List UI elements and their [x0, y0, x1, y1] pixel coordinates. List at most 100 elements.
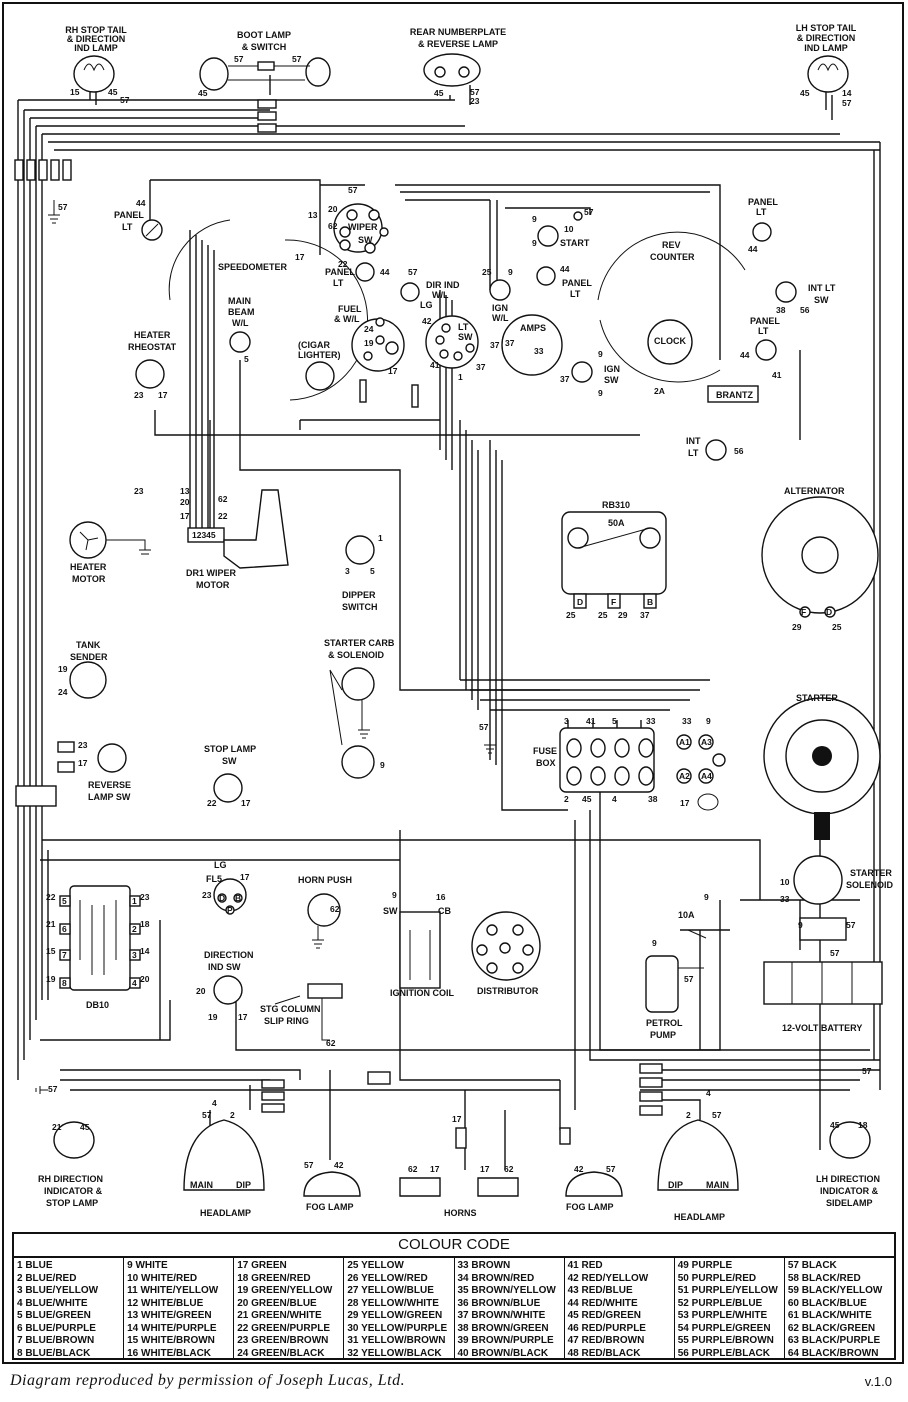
colour-code-entry: 39 BROWN/PURPLE	[457, 1335, 554, 1346]
ignition-switch: IGN SW 9 37 9	[560, 349, 620, 398]
colour-code-entry: 36 BROWN/BLUE	[457, 1297, 541, 1309]
component-label: DISTRIBUTOR	[477, 986, 539, 996]
wire-number-label: 18	[858, 1120, 868, 1130]
colour-code-entry: 17 GREEN	[237, 1260, 287, 1271]
component-label: MOTOR	[72, 574, 106, 584]
wire-number-label: 7	[62, 950, 67, 960]
colour-code-entry: 5 BLUE/GREEN	[17, 1310, 91, 1321]
component-label: & SOLENOID	[328, 650, 385, 660]
wire-label: 57	[234, 54, 244, 64]
wire-number-label: 9	[380, 760, 385, 770]
speedometer: SPEEDOMETER	[168, 219, 368, 401]
stop-lamp-switch: STOP LAMP SW 22 17	[204, 744, 256, 808]
wire-number-label: F	[801, 607, 806, 617]
component-label: BOX	[536, 758, 556, 768]
wire-number-label: 62	[408, 1164, 418, 1174]
db10-relay: 5 6 7 8 1 2 3 4 DB10 22 21 15 19 23 18 1…	[46, 885, 150, 1010]
wire-label: 57	[842, 98, 852, 108]
wire-number-label: 15	[46, 946, 56, 956]
wire-number-label: 57	[606, 1164, 616, 1174]
version-label: v.1.0	[864, 1374, 892, 1389]
wire-number-label: A3	[701, 737, 712, 747]
component-label: PANEL	[562, 278, 592, 288]
colour-code-entry: 47 RED/BROWN	[567, 1335, 645, 1346]
wire-number-label: 9	[704, 892, 709, 902]
wire-number-label: A1	[679, 737, 690, 747]
colour-code-entry: 61 BLACK/WHITE	[787, 1310, 872, 1321]
component-label: PETROL	[646, 1018, 683, 1028]
interior-light: INT LT 56	[686, 436, 744, 461]
component-label: 50A	[608, 518, 625, 528]
wire-number-label: 23	[78, 740, 88, 750]
component-label: WIPER	[348, 222, 378, 232]
wire-number-label: 1	[132, 896, 137, 906]
wire-number-label: 2	[686, 1110, 691, 1120]
colour-code-entry: 3 BLUE/YELLOW	[17, 1285, 99, 1296]
colour-code-entry: 55 PURPLE/BROWN	[677, 1335, 774, 1346]
component-label: LT	[122, 222, 133, 232]
colour-code-entry: 51 PURPLE/YELLOW	[677, 1285, 778, 1296]
component-label: STOP LAMP	[46, 1198, 98, 1208]
component-label: LG	[420, 300, 433, 310]
component-label: FUSE	[533, 746, 557, 756]
component-label: ALTERNATOR	[784, 486, 845, 496]
wire-number-label: 41	[430, 360, 440, 370]
wire-number-label: 8	[62, 978, 67, 988]
wire-number-label: 44	[740, 350, 750, 360]
wire-number-label: 23	[134, 486, 144, 496]
wire-number-label: 1	[378, 533, 383, 543]
component-label: SPEEDOMETER	[218, 262, 288, 272]
wire-number-label: 10	[564, 224, 574, 234]
wire-number-label: 3	[564, 716, 569, 726]
wire-number-label: 38	[776, 305, 786, 315]
colour-code-entry: 42 RED/YELLOW	[567, 1272, 649, 1284]
alternator: ALTERNATOR F D 29 25	[761, 486, 879, 632]
wire-number-label: 44	[136, 198, 146, 208]
wire-number-label: 2A	[654, 386, 665, 396]
wire-number-label: 9	[532, 214, 537, 224]
colour-code-entry: 1 BLUE	[17, 1260, 53, 1271]
ignition-warning-lamp: IGN W/L 25 9	[482, 267, 513, 323]
colour-code-entry: 41 RED	[567, 1260, 603, 1271]
component-label: FOG LAMP	[306, 1202, 354, 1212]
wire-number-label: 57	[304, 1160, 314, 1170]
panel-lamp-upper: PANEL LT 44	[536, 264, 592, 299]
wire-number-label: 29	[618, 610, 628, 620]
component-label: SW	[383, 906, 398, 916]
colour-code-entry: 38 BROWN/GREEN	[457, 1322, 549, 1334]
component-label: LH DIRECTION	[816, 1174, 880, 1184]
colour-code-entry: 16 WHITE/BLACK	[127, 1347, 212, 1359]
colour-code-entry: 53 PURPLE/WHITE	[677, 1310, 768, 1321]
wire-number-label: 23	[202, 890, 212, 900]
wire-number-label: 6	[62, 924, 67, 934]
wire-label: 14	[842, 88, 852, 98]
wire-number-label: 37	[560, 374, 570, 384]
component-label: HEATER	[134, 330, 171, 340]
colour-code-entry: 24 GREEN/BLACK	[237, 1347, 325, 1359]
wire-label: 45	[434, 88, 444, 98]
component-label: MAIN	[706, 1180, 729, 1190]
component-label: DIP	[236, 1180, 251, 1190]
colour-code-entry: 31 YELLOW/BROWN	[347, 1335, 446, 1346]
component-label: HORN PUSH	[298, 875, 352, 885]
component-label: STOP LAMP	[204, 744, 256, 754]
wire-number-label: 19	[208, 1012, 218, 1022]
wire-number-label: 5	[62, 896, 67, 906]
wire-number-label: 42	[574, 1164, 584, 1174]
component-label: INDICATOR &	[44, 1186, 103, 1196]
rh-stop-tail-line2: & DIRECTION	[67, 34, 126, 44]
component-label: AMPS	[520, 323, 546, 333]
component-label: FOG LAMP	[566, 1202, 614, 1212]
colour-code-entry: 11 WHITE/YELLOW	[127, 1285, 219, 1296]
colour-code-entry: 18 GREEN/RED	[237, 1272, 311, 1284]
dr1-wiper-motor: 12345 DR1 WIPER MOTOR 13 20 17 62 22	[180, 486, 289, 590]
wire-number-label: 21	[46, 919, 56, 929]
component-label: INT LT	[808, 283, 836, 293]
rh-direction-indicator: 57 21 45 RH DIRECTION INDICATOR & STOP L…	[35, 1084, 103, 1208]
wire-number-label: 19	[46, 974, 56, 984]
